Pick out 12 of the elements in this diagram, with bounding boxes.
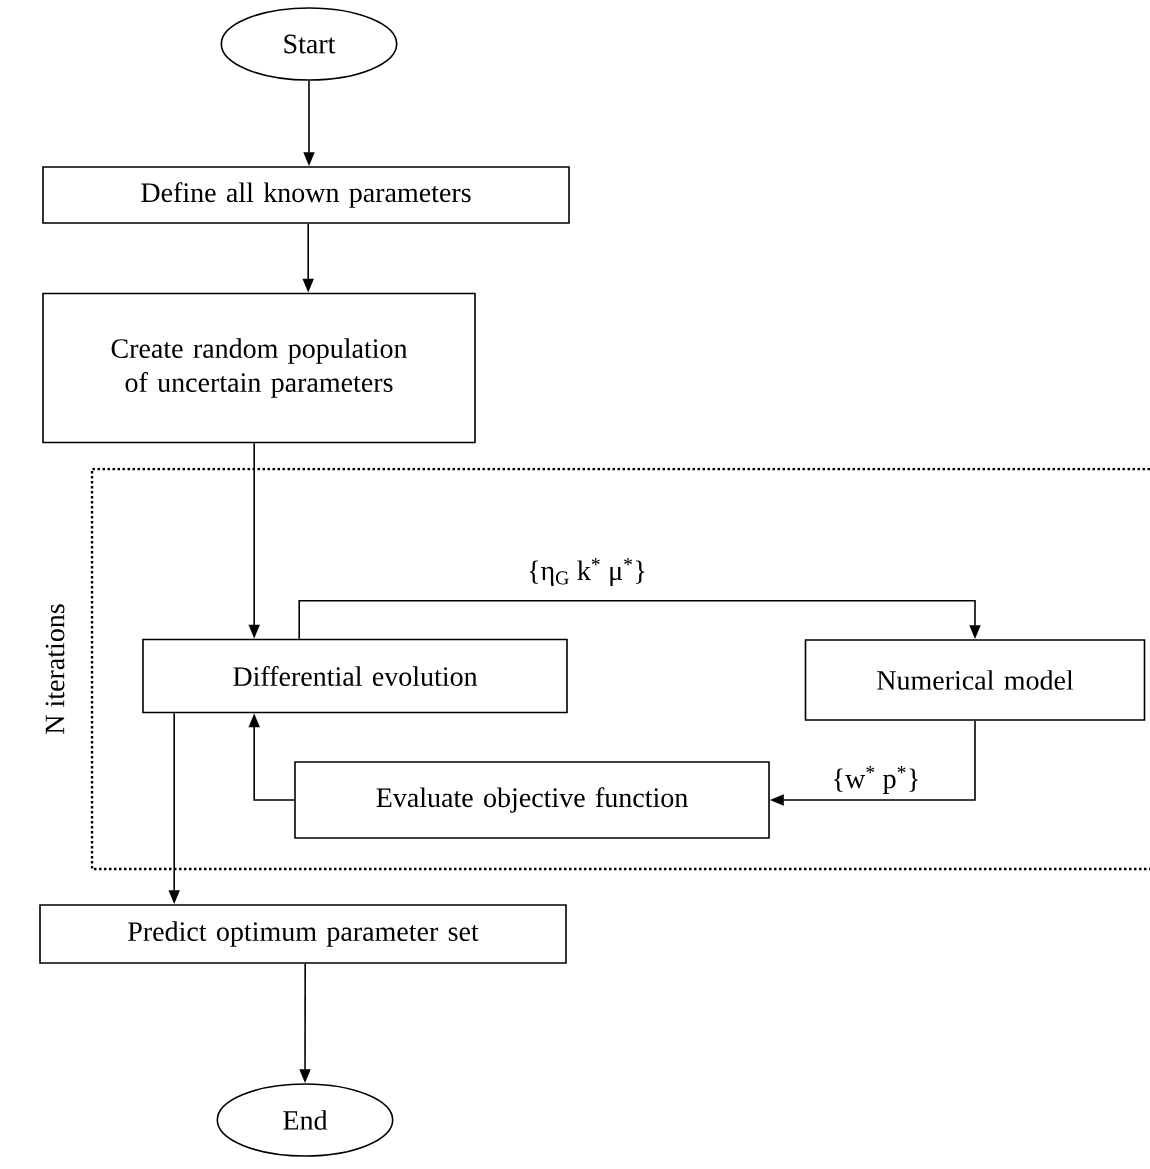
process-box: Create random population of uncertain parameters — [42, 292, 476, 444]
process-box: Predict optimum parameter set — [39, 904, 567, 964]
process-box: Numerical model — [804, 639, 1146, 721]
loop-label: N iterations — [45, 604, 65, 734]
process-box: Differential evolution — [142, 638, 568, 714]
edge-label: {w$^{*}$ p$^{*}$} — [829, 764, 923, 796]
edge-label: {η$_{G}$ k$^{*}$ μ$^{*}$} — [525, 556, 649, 588]
arrow — [298, 599, 981, 640]
process-box: Evaluate objective function — [294, 761, 770, 839]
end-oval: End — [216, 1083, 394, 1157]
process-box: Define all known parameters — [42, 166, 570, 224]
start-oval: Start — [220, 7, 398, 81]
